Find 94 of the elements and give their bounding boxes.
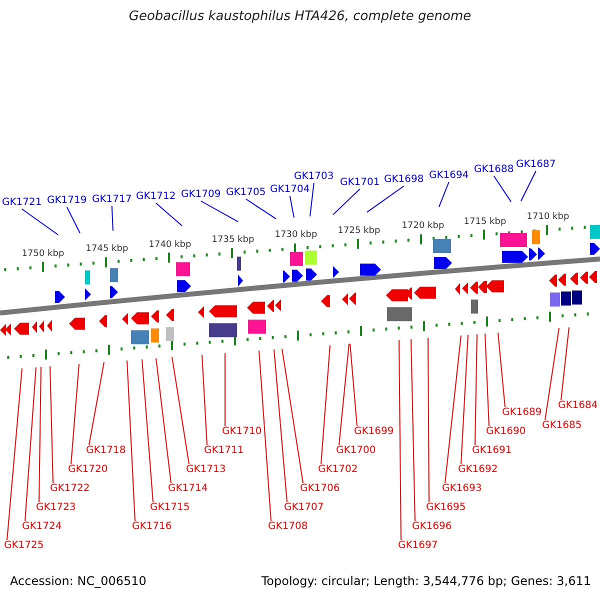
gene-label: GK1721 (2, 197, 42, 209)
leader-line (438, 182, 450, 208)
gene-label: GK1717 (92, 194, 132, 206)
scale-label: 1720 kbp (402, 221, 444, 232)
gene-label: GK1714 (168, 483, 208, 495)
gene-label: GK1691 (472, 445, 512, 457)
leader-line (484, 333, 490, 426)
leader-line (493, 176, 512, 202)
leader-line (520, 170, 536, 202)
leader-line (24, 366, 36, 522)
gene-label: GK1692 (458, 464, 498, 476)
leader-line (200, 200, 238, 222)
leader-line (544, 328, 560, 420)
leader-line (560, 326, 570, 400)
gene-label: GK1699 (354, 426, 394, 438)
leader-line (126, 360, 136, 522)
leader-line (428, 337, 430, 502)
leader-line (289, 196, 294, 218)
leader-line (320, 344, 330, 464)
gene-label: GK1684 (558, 400, 598, 412)
gene-label: GK1688 (474, 164, 514, 176)
gene-label: GK1689 (502, 407, 542, 419)
gene-label: GK1716 (132, 521, 172, 533)
gene-label: GK1696 (412, 521, 452, 533)
scale-label: 1730 kbp (274, 230, 318, 242)
gene-label: GK1710 (222, 426, 262, 438)
gene-label: GK1704 (270, 184, 310, 196)
gene-label: GK1705 (226, 187, 266, 199)
gene-label: GK1687 (516, 159, 556, 171)
gene-label: GK1724 (22, 521, 62, 533)
leader-line (6, 368, 22, 540)
gene-label: GK1718 (86, 445, 126, 457)
leader-line (498, 332, 506, 408)
gene-label: GK1685 (542, 420, 582, 432)
footer-text: Accession: NC_006510 (10, 574, 146, 588)
gene-label: GK1720 (68, 464, 108, 476)
gene-label: GK1712 (136, 191, 176, 203)
gene-label: GK1707 (284, 502, 324, 514)
scale-label: 1735 kbp (212, 234, 254, 246)
leader-line (258, 350, 272, 522)
leader-line (474, 334, 478, 446)
gene-label: GK1723 (36, 502, 76, 514)
gene-label: GK1703 (294, 171, 334, 183)
leader-line (66, 206, 80, 234)
leader-line (88, 362, 104, 446)
gene-label: GK1713 (186, 464, 226, 476)
leader-line (172, 356, 190, 464)
gene-label: GK1708 (268, 521, 308, 533)
leader-line (460, 334, 468, 464)
leader-line (50, 366, 54, 484)
gene-label: GK1694 (429, 170, 469, 182)
leader-line (366, 186, 404, 213)
leader-line (21, 208, 58, 236)
scale-label: 1725 kbp (338, 226, 380, 237)
gene-label: GK1715 (150, 502, 190, 514)
gene-label: GK1690 (486, 426, 526, 438)
gene-label: GK1695 (426, 502, 466, 514)
title: Geobacillus kaustophilus HTA426, complete genome (128, 9, 472, 24)
leader-line (142, 358, 154, 502)
leader-line (350, 343, 358, 426)
gene-label: GK1709 (181, 189, 221, 201)
footer-text: Topology: circular; Length: 3,544,776 bp; Genes: 3,611 (261, 574, 591, 588)
gene-label: GK1702 (318, 464, 358, 476)
gene-label: GK1698 (384, 174, 424, 186)
leader-line (111, 206, 114, 232)
leader-line (202, 354, 208, 446)
leader-line (410, 338, 416, 522)
leader-line (156, 358, 172, 484)
scale-label: 1740 kbp (148, 240, 192, 251)
leader-line (444, 334, 462, 484)
gene-label: GK1697 (398, 540, 438, 552)
leader-line (274, 348, 288, 502)
gene-label: GK1701 (340, 177, 380, 189)
scale-label: 1750 kbp (22, 248, 64, 260)
gene-label: GK1693 (442, 483, 482, 495)
leader-line (282, 348, 304, 484)
scale-label: 1710 kbp (526, 212, 570, 223)
leader-line (338, 343, 350, 446)
scale-label: 1745 kbp (86, 244, 128, 256)
leader-line (310, 182, 314, 217)
leader-line (398, 340, 402, 540)
leader-line (38, 366, 42, 502)
leader-line (155, 202, 182, 226)
gene-label: GK1711 (204, 445, 244, 457)
leader-line (245, 198, 276, 220)
scale-label: 1715 kbp (464, 216, 506, 228)
gene-label: GK1722 (50, 483, 90, 495)
gene-label: GK1706 (300, 483, 340, 495)
gene-label: GK1725 (4, 540, 44, 552)
gene-label: GK1700 (336, 445, 376, 457)
leader-line (332, 188, 360, 216)
leader-line (70, 364, 80, 464)
gene-label: GK1719 (47, 195, 87, 207)
leader-line (224, 352, 226, 426)
